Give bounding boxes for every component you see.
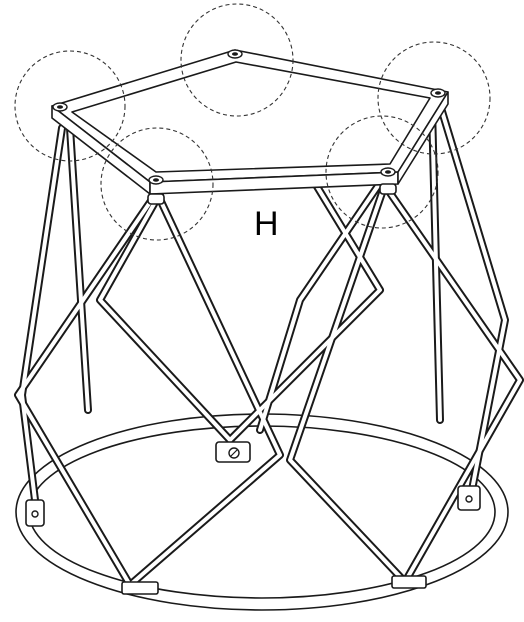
- detail-circle-right: [377, 41, 491, 155]
- detail-circle-front-right: [325, 115, 439, 229]
- foot-bracket-left: [25, 499, 45, 527]
- top-frame: [51, 49, 449, 195]
- center-clamp: [215, 441, 251, 463]
- corner-post-left: [52, 102, 68, 112]
- foot-brackets: [25, 485, 481, 595]
- detail-circle-left: [14, 50, 126, 162]
- corner-post-back: [227, 49, 243, 59]
- height-label: H: [254, 205, 279, 243]
- foot-bracket-front-left: [121, 581, 159, 595]
- detail-circles: [14, 3, 491, 241]
- foot-bracket-front-right: [391, 575, 427, 589]
- corner-post-front-left: [148, 175, 164, 185]
- detail-circle-front-left: [100, 127, 214, 241]
- corner-post-front-right: [380, 167, 396, 177]
- corner-posts: [52, 49, 446, 205]
- detail-circle-back: [180, 3, 294, 117]
- corner-post-right: [430, 88, 446, 98]
- foot-bracket-right: [457, 485, 481, 511]
